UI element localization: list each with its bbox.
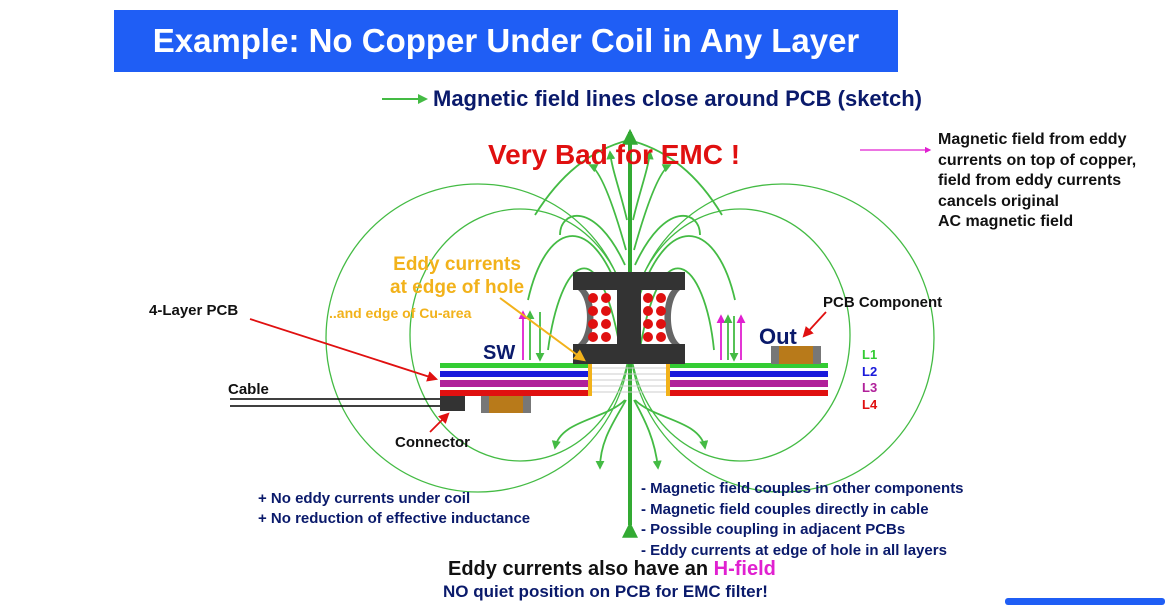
layer-legend: L1 L2 L3 L4	[862, 347, 877, 413]
eddy-field-arrows	[518, 310, 746, 360]
magenta-legend-line: AC magnetic field	[938, 213, 1074, 230]
magenta-legend-line: cancels original	[938, 192, 1059, 210]
pcb-component-bottom	[481, 396, 531, 413]
magenta-legend-line: Magnetic field from eddy	[938, 131, 1127, 148]
corner-decoration	[1005, 598, 1165, 605]
pcb-stack-right	[666, 363, 828, 396]
magenta-legend-line: field from eddy currents	[938, 172, 1122, 189]
footer-highlight: H-field	[713, 558, 776, 580]
sw-label: SW	[483, 342, 516, 364]
pcb-component-label: PCB Component	[823, 294, 943, 311]
coil-windings	[588, 293, 666, 342]
component-arrow	[802, 311, 827, 338]
pcb-stack-left	[440, 363, 592, 396]
pros-list: + No eddy currents under coil + No reduc…	[258, 489, 530, 529]
green-legend-label: Magnetic field lines close around PCB (s…	[433, 86, 922, 111]
layer-l1: L1	[862, 347, 878, 362]
eddy-line-2: at edge of hole	[390, 277, 525, 298]
cons-list: - Magnetic field couples in other compon…	[641, 479, 964, 561]
pro-item: + No reduction of effective inductance	[258, 510, 531, 527]
pcb4-label: 4-Layer PCB	[149, 302, 239, 319]
eddy-edge-label: Eddy currents at edge of hole	[390, 253, 524, 299]
footer-line-1: Eddy currents also have an H-field	[448, 558, 776, 581]
title-banner: Example: No Copper Under Coil in Any Lay…	[114, 10, 898, 72]
hole-region	[592, 367, 666, 393]
connector	[440, 396, 465, 411]
cu-area-label: ..and edge of Cu-area	[329, 305, 472, 321]
headline: Very Bad for EMC !	[488, 139, 741, 170]
con-item: - Possible coupling in adjacent PCBs	[641, 521, 906, 538]
eddy-edge-arrow	[499, 297, 586, 362]
con-item: - Magnetic field couples in other compon…	[641, 480, 964, 497]
coil-core	[573, 272, 685, 364]
pcb4-arrow	[249, 318, 439, 382]
layer-l3: L3	[862, 380, 878, 395]
page-title: Example: No Copper Under Coil in Any Lay…	[152, 22, 860, 59]
connector-arrow	[429, 412, 450, 433]
con-item: - Magnetic field couples directly in cab…	[641, 500, 929, 518]
magenta-legend-line: currents on top of copper,	[938, 151, 1137, 169]
footer-line-2: NO quiet position on PCB for EMC filter!	[443, 582, 768, 601]
short-field-arrows	[525, 310, 739, 362]
eddy-line-1: Eddy currents	[393, 254, 521, 275]
layer-l4: L4	[862, 396, 878, 412]
layer-l2: L2	[862, 363, 878, 379]
magenta-legend-label: Magnetic field from eddy currents on top…	[938, 130, 1163, 233]
footer-prefix: Eddy currents also have an	[448, 558, 714, 580]
connector-label: Connector	[395, 434, 470, 451]
cable	[230, 398, 440, 407]
cable-label: Cable	[228, 381, 269, 398]
pcb-component-top	[771, 346, 821, 364]
pro-item: + No eddy currents under coil	[258, 490, 471, 507]
out-label: Out	[759, 324, 797, 349]
con-item: - Eddy currents at edge of hole in all l…	[641, 541, 947, 559]
